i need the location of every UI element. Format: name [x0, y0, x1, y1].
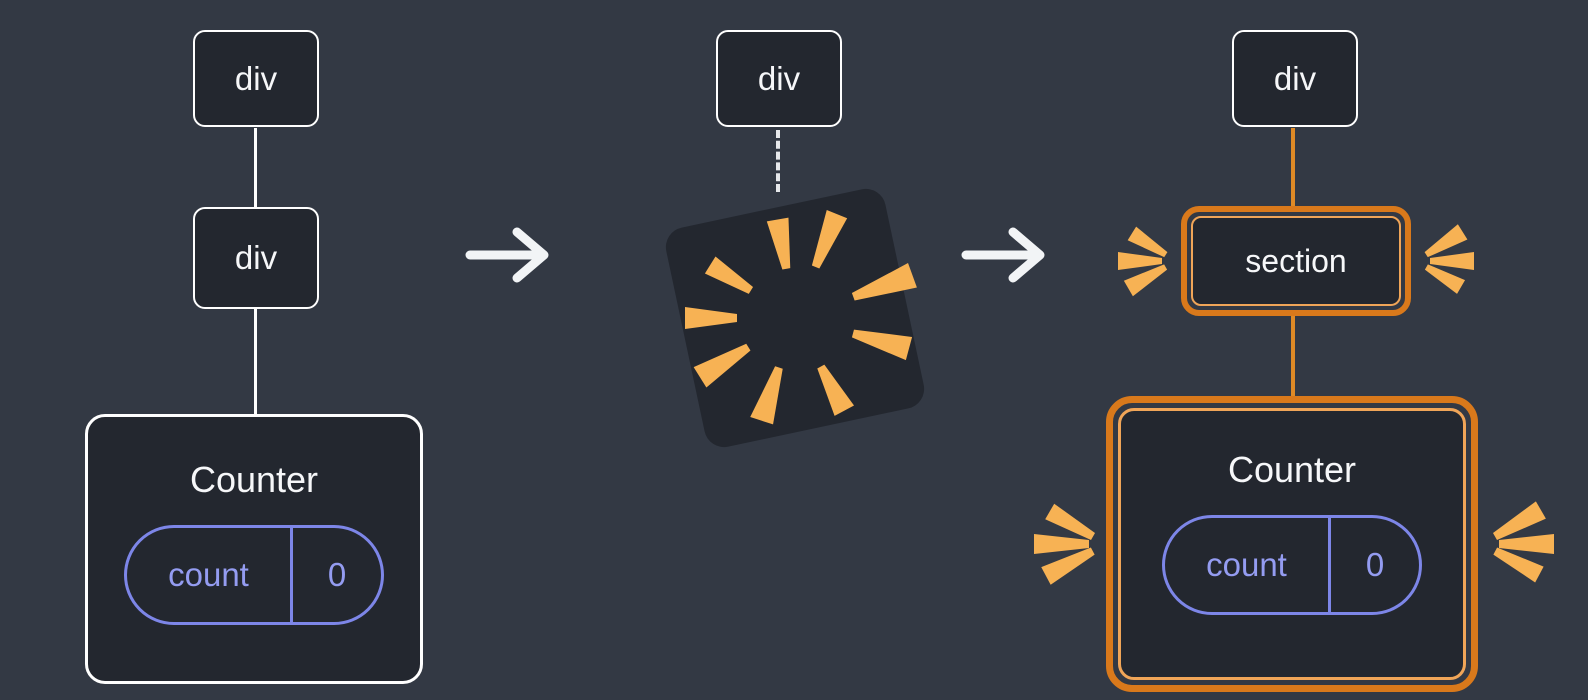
spark-burst-icon [1034, 503, 1096, 585]
left-state-key: count [168, 556, 249, 593]
left-div-node-mid-label: div [234, 239, 278, 276]
middle-div-node-top: div [716, 30, 842, 127]
right-div-node-top-label: div [1273, 59, 1317, 97]
right-section-node-label: section [1245, 242, 1347, 279]
left-tree-edge-1 [254, 128, 257, 207]
left-tree-edge-2 [254, 309, 257, 414]
left-div-node-mid: div [193, 207, 319, 309]
right-tree-edge-2 [1291, 316, 1295, 396]
right-tree-edge-1 [1291, 128, 1295, 206]
left-counter-state-pill: count 0 [124, 525, 384, 625]
middle-div-node-top-label: div [757, 59, 801, 97]
right-counter-component: Counter count 0 [1118, 408, 1466, 680]
left-counter-title: Counter [189, 459, 319, 500]
spark-burst-icon [1424, 224, 1474, 294]
arrow-right-icon [465, 227, 549, 283]
spark-burst-icon [1492, 501, 1554, 583]
right-counter-highlight: Counter count 0 [1106, 396, 1478, 692]
right-counter-state-pill: count 0 [1162, 515, 1422, 615]
right-pill-divider [1328, 518, 1331, 612]
right-counter-title: Counter [1227, 449, 1357, 490]
right-state-key: count [1206, 546, 1287, 583]
poof-explosion-icon [665, 188, 925, 448]
right-state-value: 0 [1365, 546, 1385, 583]
left-state-value: 0 [327, 556, 347, 593]
left-counter-component: Counter count 0 [85, 414, 423, 684]
left-pill-divider [290, 528, 293, 622]
spark-burst-icon [1118, 226, 1168, 297]
right-section-node: section [1191, 216, 1401, 306]
left-div-node-top-label: div [234, 59, 278, 97]
middle-tree-dashed-edge [776, 130, 780, 192]
arrow-right-icon [961, 227, 1045, 283]
left-div-node-top: div [193, 30, 319, 127]
right-div-node-top: div [1232, 30, 1358, 127]
right-section-node-highlight: section [1181, 206, 1411, 316]
